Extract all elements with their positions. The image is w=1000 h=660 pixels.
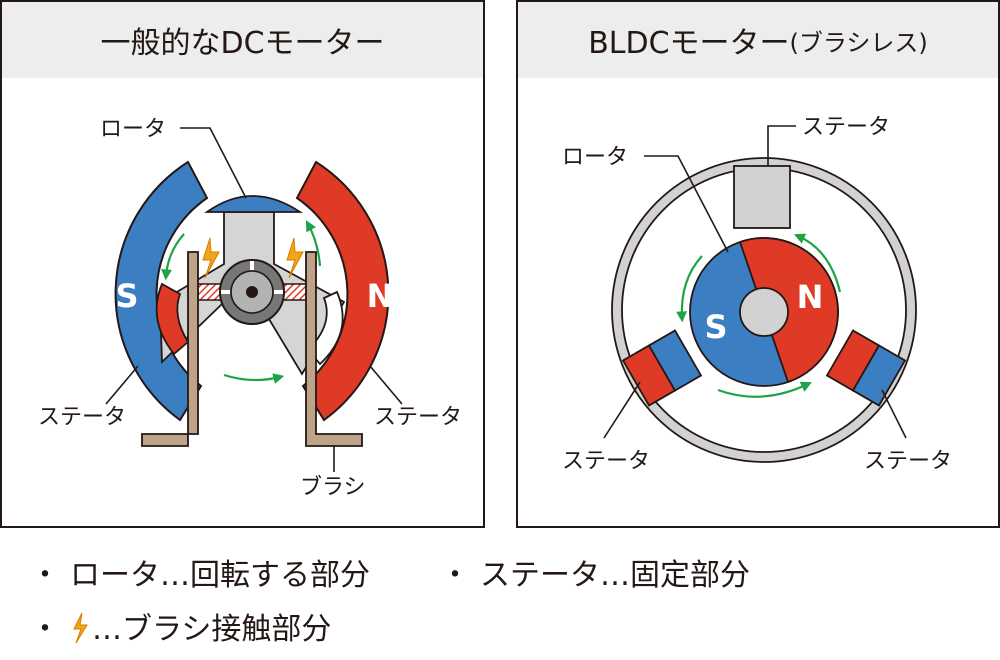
bldc-title-main: BLDCモーター <box>588 26 790 61</box>
bldc-stator-left-leader <box>603 381 641 439</box>
bldc-title-paren: (ブラシレス) <box>789 28 928 57</box>
dc-motor-title-text: 一般的なDCモーター <box>100 26 385 61</box>
bldc-pole-s-label: S <box>704 308 727 346</box>
legend-item-stator: ・ステータ…固定部分 <box>440 550 750 594</box>
dc-motor-panel: 一般的なDCモーター <box>0 0 485 528</box>
bldc-stator-top-leader <box>767 125 796 166</box>
brush-label: ブラシ <box>300 475 366 500</box>
bldc-arrow-top <box>793 233 842 293</box>
bldc-motor-title: BLDCモーター(ブラシレス) <box>518 2 998 78</box>
spark-icon-right <box>286 237 304 279</box>
bldc-stator-right-label: ステータ <box>864 449 952 474</box>
bldc-motor-diagram: S N ステータ ロータ ステータ ステータ <box>562 115 952 474</box>
legend-item-brush: ・ …ブラシ接触部分 <box>30 604 331 648</box>
stator-left-leader <box>105 365 139 405</box>
rotation-arrow-left <box>161 233 185 281</box>
spark-icon-left <box>202 237 220 279</box>
shaft-center <box>246 286 258 298</box>
dc-motor-title: 一般的なDCモーター <box>2 2 483 78</box>
legend-brush-text: …ブラシ接触部分 <box>92 612 332 647</box>
brush-left <box>141 251 199 447</box>
bldc-stator-left-label: ステータ <box>562 449 650 474</box>
bldc-motor-panel: BLDCモーター(ブラシレス) S N <box>516 0 1000 528</box>
rotor-leader <box>180 127 247 199</box>
rotation-arrow-bottom <box>223 373 285 384</box>
bldc-arrow-left <box>676 255 703 323</box>
legend-bullet-1: ・ <box>30 558 60 593</box>
armature-tip-left <box>155 282 190 356</box>
bldc-rotor-leader <box>644 155 729 253</box>
legend-stator-text: ステータ…固定部分 <box>480 558 750 593</box>
stator-left-label: ステータ <box>38 405 126 430</box>
stator-right-leader <box>369 365 403 405</box>
rotor-label: ロータ <box>100 117 166 142</box>
bldc-stator-top-label: ステータ <box>802 115 890 140</box>
brush-right <box>305 251 363 447</box>
bldc-stator-top <box>733 165 791 229</box>
bldc-arrow-bottom <box>717 381 812 398</box>
bldc-stator-right-leader <box>881 389 907 439</box>
bldc-rotor-shaft <box>739 287 789 337</box>
stator-right-label: ステータ <box>374 405 462 430</box>
rotation-arrow-right <box>305 220 322 267</box>
left-stator-blue <box>114 160 209 422</box>
bldc-rotor-label: ロータ <box>562 145 628 170</box>
dc-motor-diagram: S N ロータ ステータ ステータ ブラシ <box>38 117 462 500</box>
left-stator-red <box>295 160 390 422</box>
legend-item-rotor: ・ロータ…回転する部分 <box>30 550 370 594</box>
bldc-stator-left <box>621 329 703 407</box>
armature-tip-top <box>204 195 303 213</box>
legend-bullet-2: ・ <box>440 558 470 593</box>
bldc-pole-n-label: N <box>797 278 824 316</box>
spark-icon <box>73 612 88 644</box>
legend-bullet-3: ・ <box>30 612 60 647</box>
bldc-stator-right <box>825 329 907 407</box>
pole-s-label: S <box>115 277 138 315</box>
legend-rotor-text: ロータ…回転する部分 <box>70 558 370 593</box>
bldc-rotor-red <box>738 237 839 384</box>
pole-n-label: N <box>367 277 394 315</box>
